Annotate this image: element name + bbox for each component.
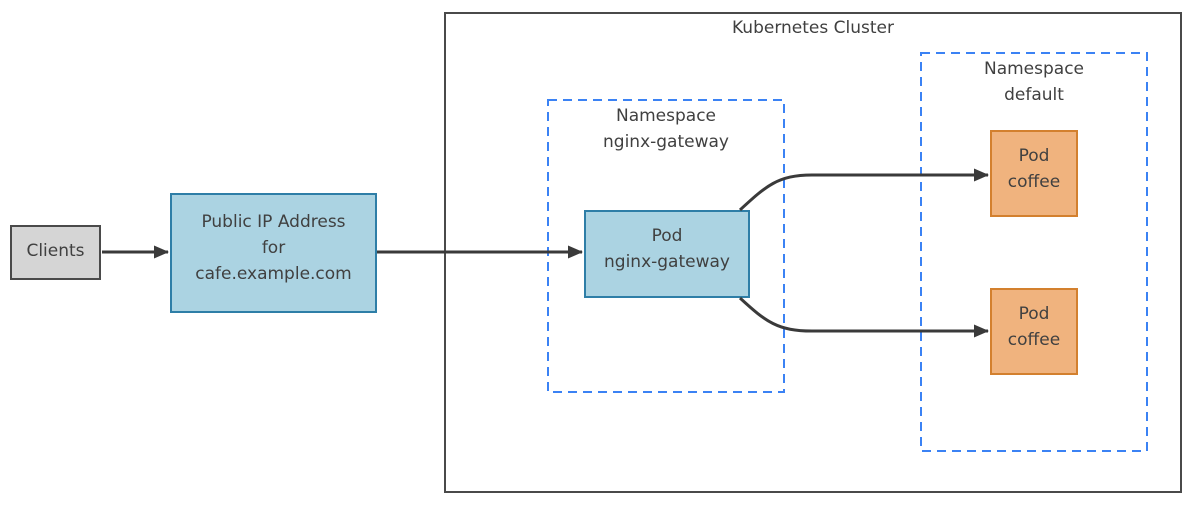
pod-coffee-bottom-node: Pod coffee [990, 288, 1078, 375]
public-ip-label-line1: Public IP Address [201, 212, 346, 232]
namespace-default-line1: Namespace [983, 59, 1085, 79]
clients-label: Clients [26, 240, 85, 261]
pod-nginx-gateway-line1: Pod [651, 226, 683, 246]
kubernetes-cluster-title: Kubernetes Cluster [732, 18, 894, 38]
pod-coffee-bottom-line2: coffee [1007, 329, 1061, 350]
namespace-default-line2: default [1004, 85, 1064, 105]
pod-nginx-gateway-node: Pod nginx-gateway [584, 210, 750, 298]
pod-nginx-gateway-line2: nginx-gateway [604, 252, 730, 272]
public-ip-label-line3: cafe.example.com [195, 264, 352, 284]
pod-coffee-top-node: Pod coffee [990, 130, 1078, 217]
clients-node: Clients [10, 225, 101, 280]
namespace-nginx-gateway-label: Namespace nginx-gateway [548, 103, 784, 155]
namespace-default-label: Namespace default [921, 56, 1147, 108]
public-ip-node: Public IP Address for cafe.example.com [170, 193, 377, 313]
public-ip-label-line2: for [261, 238, 286, 258]
namespace-nginx-gateway-line1: Namespace [615, 106, 717, 126]
namespace-nginx-gateway-line2: nginx-gateway [603, 132, 729, 152]
pod-coffee-top-line2: coffee [1007, 171, 1061, 192]
pod-coffee-bottom-line1: Pod [1018, 303, 1050, 324]
pod-coffee-top-line1: Pod [1018, 145, 1050, 166]
